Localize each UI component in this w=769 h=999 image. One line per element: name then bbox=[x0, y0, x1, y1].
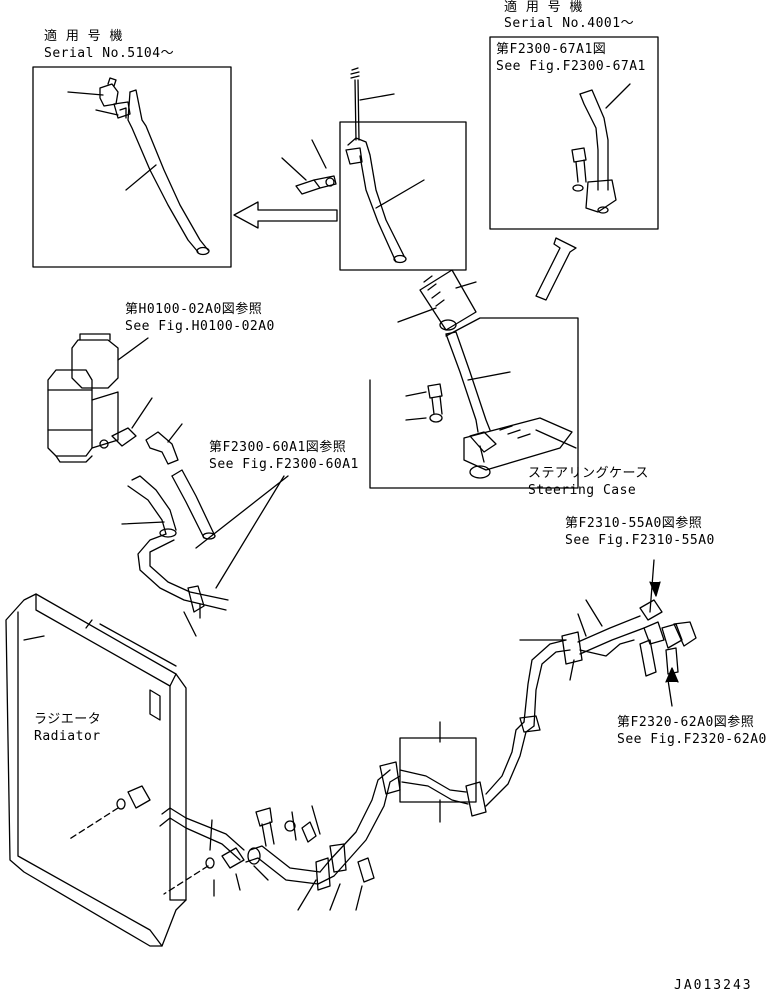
drawing-id: JA013243 bbox=[674, 978, 753, 993]
inset-serial-4001 bbox=[490, 37, 658, 229]
ref-f2320-62a0-en: See Fig.F2320-62A0 bbox=[617, 732, 767, 747]
radiator-en: Radiator bbox=[34, 729, 101, 744]
ref-f2320-62a0-jp: 第F2320-62A0図参照 bbox=[617, 715, 755, 730]
radiator-drawing bbox=[6, 594, 244, 946]
ref-f2300-67a1-en: See Fig.F2300-67A1 bbox=[496, 59, 646, 74]
ref-f2300-60a1-en: See Fig.F2300-60A1 bbox=[209, 457, 359, 472]
ref-f2300-67a1-jp: 第F2300-67A1図 bbox=[496, 42, 607, 57]
ref-f2300-60a1-jp: 第F2300-60A1図参照 bbox=[209, 440, 347, 455]
ref-f2310-55a0-en: See Fig.F2310-55A0 bbox=[565, 533, 715, 548]
ref-f2310-55a0-jp: 第F2310-55A0図参照 bbox=[565, 516, 703, 531]
inset-serial-5104 bbox=[33, 67, 231, 267]
steering-case-group bbox=[370, 270, 578, 488]
ref-h0100-02a0-jp: 第H0100-02A0図参照 bbox=[125, 302, 263, 317]
steering-case-jp: ステアリングケース bbox=[528, 466, 649, 481]
ref-h0100-02a0-en: See Fig.H0100-02A0 bbox=[125, 319, 275, 334]
arrow-left bbox=[234, 202, 337, 228]
serial-right-en: Serial No.4001～ bbox=[504, 16, 635, 31]
serial-left-jp: 適 用 号 機 bbox=[44, 29, 123, 44]
lower-hose-route bbox=[160, 560, 696, 910]
serial-left-en: Serial No.5104～ bbox=[44, 46, 175, 61]
hydraulic-tank bbox=[48, 334, 288, 636]
steering-case-en: Steering Case bbox=[528, 483, 637, 498]
inset-center-dipstick bbox=[282, 68, 466, 270]
serial-right-jp: 適 用 号 機 bbox=[504, 0, 583, 15]
ref-arrows bbox=[650, 582, 678, 682]
radiator-jp: ラジエータ bbox=[34, 712, 102, 727]
arrow-up bbox=[536, 238, 576, 300]
